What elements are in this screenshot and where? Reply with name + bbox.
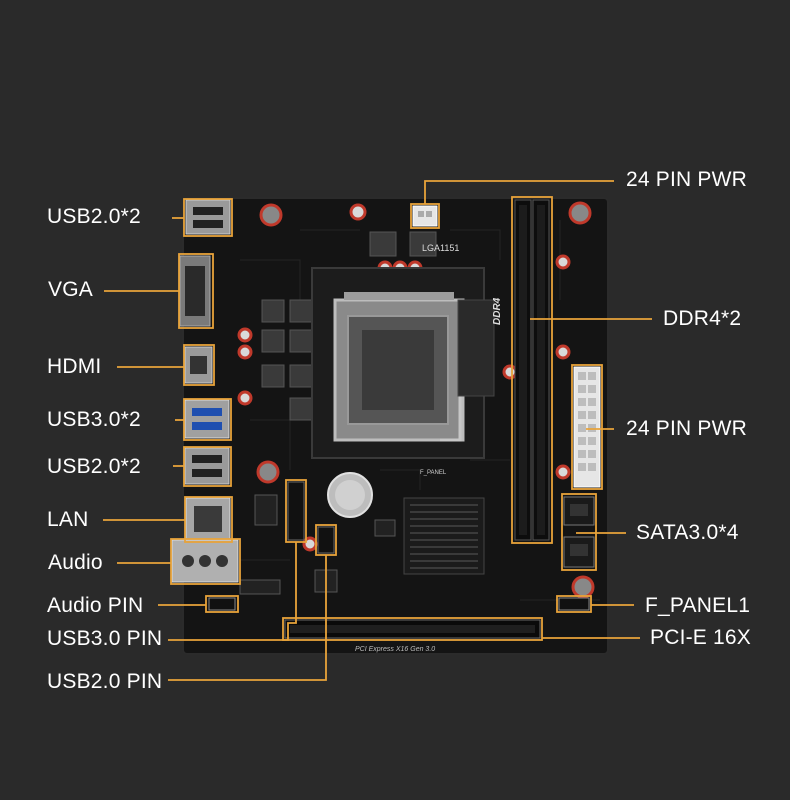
label-24pin-pwr-top: 24 PIN PWR <box>626 168 748 191</box>
label-audio-pin: Audio PIN <box>47 594 144 617</box>
atx-power <box>412 205 601 488</box>
label-usb20-pin: USB2.0 PIN <box>47 670 163 693</box>
ddr4-slots <box>514 199 550 541</box>
label-usb20-rear-mid: USB2.0*2 <box>47 455 141 478</box>
callout-box-audio-pin <box>205 595 239 613</box>
headers <box>208 481 590 611</box>
usb20-port-top <box>185 199 231 235</box>
callout-box-sata <box>561 493 597 571</box>
rear-io <box>171 199 239 583</box>
label-usb20-rear-top: USB2.0*2 <box>47 205 141 228</box>
ics <box>239 494 396 595</box>
callout-box-ddr4 <box>511 196 553 544</box>
mounting-hole <box>259 203 283 227</box>
label-fpanel: F_PANEL1 <box>645 594 751 617</box>
cpu-socket <box>311 267 495 459</box>
callouts <box>103 180 652 681</box>
ddr4-print: DDR4 <box>492 297 503 325</box>
callout-box-fpanel <box>556 595 592 613</box>
callout-line-24pin-top <box>424 180 614 204</box>
motherboard: LGA1151 DDR4 <box>171 197 609 655</box>
pcie-print: PCI Express X16 Gen 3.0 <box>355 646 435 653</box>
callout-box-audio <box>170 538 241 585</box>
mounting-hole <box>568 201 592 225</box>
mounting-holes <box>256 201 595 599</box>
fpanel-print: F_PANEL <box>420 470 447 476</box>
mounting-hole <box>571 575 595 599</box>
label-usb30-rear: USB3.0*2 <box>47 408 141 431</box>
cmos-battery <box>327 472 373 518</box>
usb30-port <box>184 399 230 439</box>
callout-box-pcie <box>282 617 543 641</box>
vrm <box>261 231 437 421</box>
sata-ports <box>563 496 595 568</box>
label-sata: SATA3.0*4 <box>636 521 739 544</box>
label-pcie: PCI-E 16X <box>650 626 752 649</box>
label-vga: VGA <box>48 278 93 301</box>
callout-box-hdmi <box>183 344 215 386</box>
socket-label: LGA1151 <box>422 243 459 253</box>
mounting-hole <box>256 460 280 484</box>
usb20-port-mid <box>184 447 230 485</box>
label-24pin-pwr-mid: 24 PIN PWR <box>626 417 748 440</box>
label-ddr4: DDR4*2 <box>663 307 742 330</box>
label-usb30-pin: USB3.0 PIN <box>47 627 163 650</box>
chipset-heatsink <box>403 497 485 575</box>
callout-box-24pin-mid <box>571 364 603 490</box>
label-lan: LAN <box>47 508 89 531</box>
callout-line-usb30-pin <box>168 542 297 641</box>
pcie-slot <box>284 619 541 639</box>
callout-line-usb20-pin <box>168 555 327 681</box>
label-hdmi: HDMI <box>47 355 102 378</box>
label-audio: Audio <box>48 551 103 574</box>
